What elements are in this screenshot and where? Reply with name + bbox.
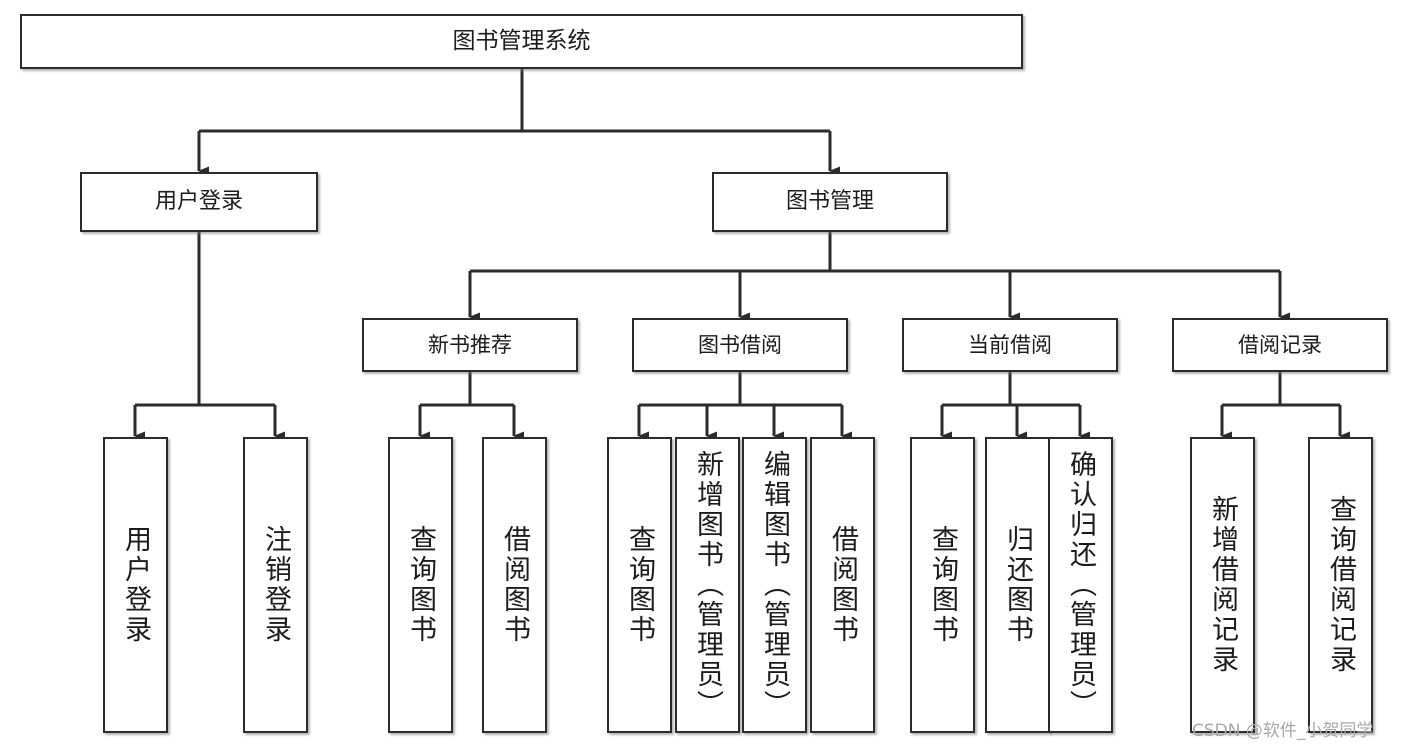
- node-label: 确认归还（管理员）: [1065, 450, 1096, 720]
- node-leaf-query-record[interactable]: 查询借阅记录: [1308, 437, 1373, 733]
- node-label: 新增借阅记录: [1207, 495, 1238, 675]
- node-leaf-query-book-cur[interactable]: 查询图书: [910, 437, 975, 733]
- node-label: 借阅图书: [499, 525, 530, 645]
- node-leaf-add-book[interactable]: 新增图书（管理员）: [675, 437, 740, 733]
- node-book-manage[interactable]: 图书管理: [712, 172, 948, 232]
- node-label: 注销登录: [260, 525, 291, 645]
- node-label: 归还图书: [1002, 525, 1033, 645]
- node-new-book-rec[interactable]: 新书推荐: [362, 318, 578, 372]
- node-label: 借阅记录: [1238, 332, 1322, 357]
- node-leaf-edit-book[interactable]: 编辑图书（管理员）: [742, 437, 807, 733]
- node-book-borrow[interactable]: 图书借阅: [632, 318, 848, 372]
- node-leaf-user-login[interactable]: 用户登录: [103, 437, 168, 733]
- node-leaf-borrow-book-rec[interactable]: 借阅图书: [482, 437, 547, 733]
- node-current-borrow[interactable]: 当前借阅: [902, 318, 1118, 372]
- node-label: 查询图书: [624, 525, 655, 645]
- node-label: 新书推荐: [428, 332, 512, 357]
- node-label: 借阅图书: [827, 525, 858, 645]
- node-leaf-confirm-return[interactable]: 确认归还（管理员）: [1048, 437, 1113, 733]
- node-label: 用户登录: [154, 189, 243, 215]
- node-label: 查询借阅记录: [1325, 495, 1356, 675]
- node-leaf-borrow-book-bor[interactable]: 借阅图书: [810, 437, 875, 733]
- node-leaf-query-book-rec[interactable]: 查询图书: [388, 437, 453, 733]
- node-label: 新增图书（管理员）: [692, 450, 723, 720]
- node-label: 图书借阅: [698, 332, 782, 357]
- node-label: 查询图书: [405, 525, 436, 645]
- node-borrow-record[interactable]: 借阅记录: [1172, 318, 1388, 372]
- connector-group: [133, 69, 1350, 441]
- node-label: 编辑图书（管理员）: [759, 450, 790, 720]
- node-label: 图书管理系统: [452, 27, 591, 54]
- node-leaf-user-logout[interactable]: 注销登录: [243, 437, 308, 733]
- node-label: 图书管理: [785, 189, 874, 215]
- node-label: 当前借阅: [968, 332, 1052, 357]
- node-user-login[interactable]: 用户登录: [80, 172, 318, 232]
- node-label: 用户登录: [120, 525, 151, 645]
- node-leaf-return-book[interactable]: 归还图书: [985, 437, 1050, 733]
- node-leaf-add-record[interactable]: 新增借阅记录: [1190, 437, 1255, 733]
- node-root-system[interactable]: 图书管理系统: [20, 14, 1023, 69]
- node-label: 查询图书: [927, 525, 958, 645]
- node-leaf-query-book-bor[interactable]: 查询图书: [607, 437, 672, 733]
